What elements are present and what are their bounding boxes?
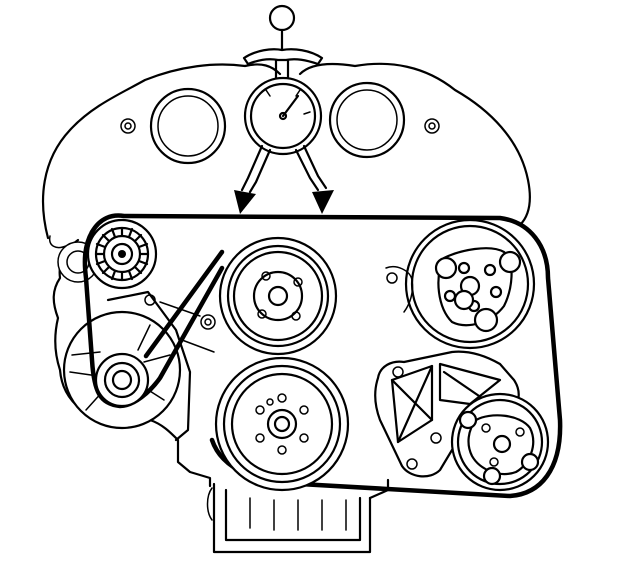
- bracket-bolt-upper: [386, 272, 398, 284]
- tensioner-pulley: [86, 218, 158, 290]
- cover-bolt-right: [424, 118, 440, 134]
- gauge-arrow-left: [234, 190, 256, 214]
- cover-bolt-left: [120, 118, 136, 134]
- oil-pan: [206, 478, 390, 554]
- crankshaft-pulley: [214, 356, 350, 492]
- ac-compressor-pulley: [450, 392, 550, 492]
- bracket-bolt: [200, 314, 216, 330]
- water-pump-pulley: [404, 218, 536, 350]
- gauge-arrow-right: [312, 190, 334, 214]
- belt-tension-gauge: [234, 4, 334, 214]
- gauge-handle-knob: [268, 4, 296, 32]
- idler-pulley: [94, 352, 150, 408]
- engine-cover: [42, 62, 531, 240]
- right-cover-port: [328, 81, 406, 159]
- alternator-pulley: [218, 236, 338, 356]
- left-cover-port: [149, 87, 227, 165]
